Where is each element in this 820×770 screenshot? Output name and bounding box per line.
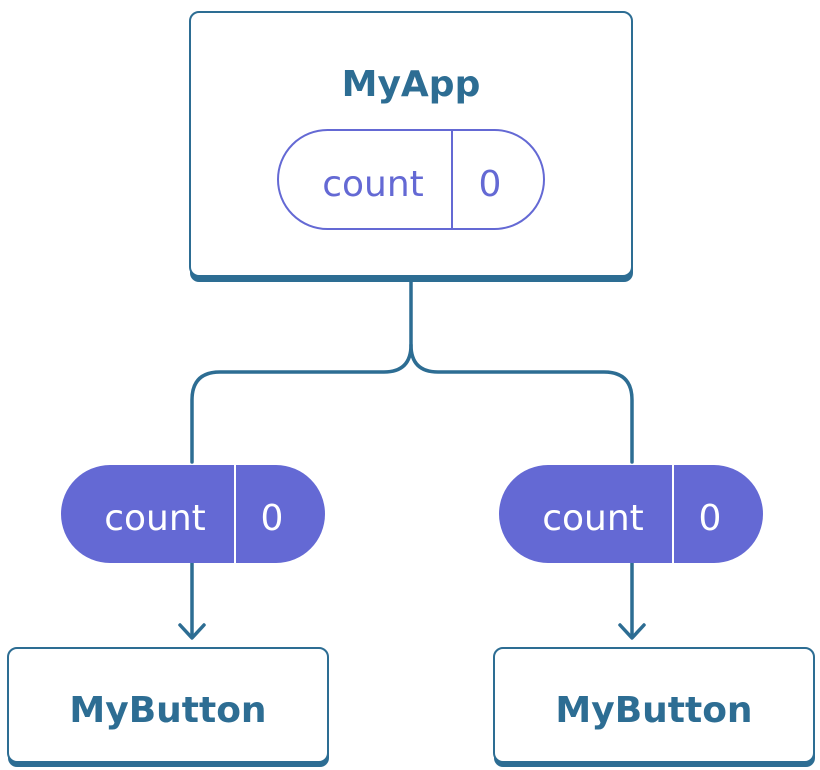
child-component-left: MyButton [7,647,329,767]
tree-connectors [178,278,646,640]
right-prop-name: count [542,498,644,539]
right-prop-value: 0 [699,498,722,539]
left-prop-pill: count 0 [61,465,325,563]
left-prop-name: count [104,498,206,539]
parent-state-name: count [322,164,424,205]
parent-state-value: 0 [479,164,502,205]
child-left-title: MyButton [69,690,266,731]
connector-right [409,343,634,464]
arrow-right-head [618,623,646,640]
left-prop-value: 0 [261,498,284,539]
parent-component-myapp: MyApp count 0 [189,11,633,282]
connector-trunk [190,278,413,464]
child-component-right: MyButton [493,647,815,767]
parent-title: MyApp [342,64,481,105]
parent-state-pill: count 0 [277,129,545,230]
child-right-title: MyButton [555,690,752,731]
arrow-left-head [178,623,206,640]
right-prop-pill: count 0 [499,465,763,563]
